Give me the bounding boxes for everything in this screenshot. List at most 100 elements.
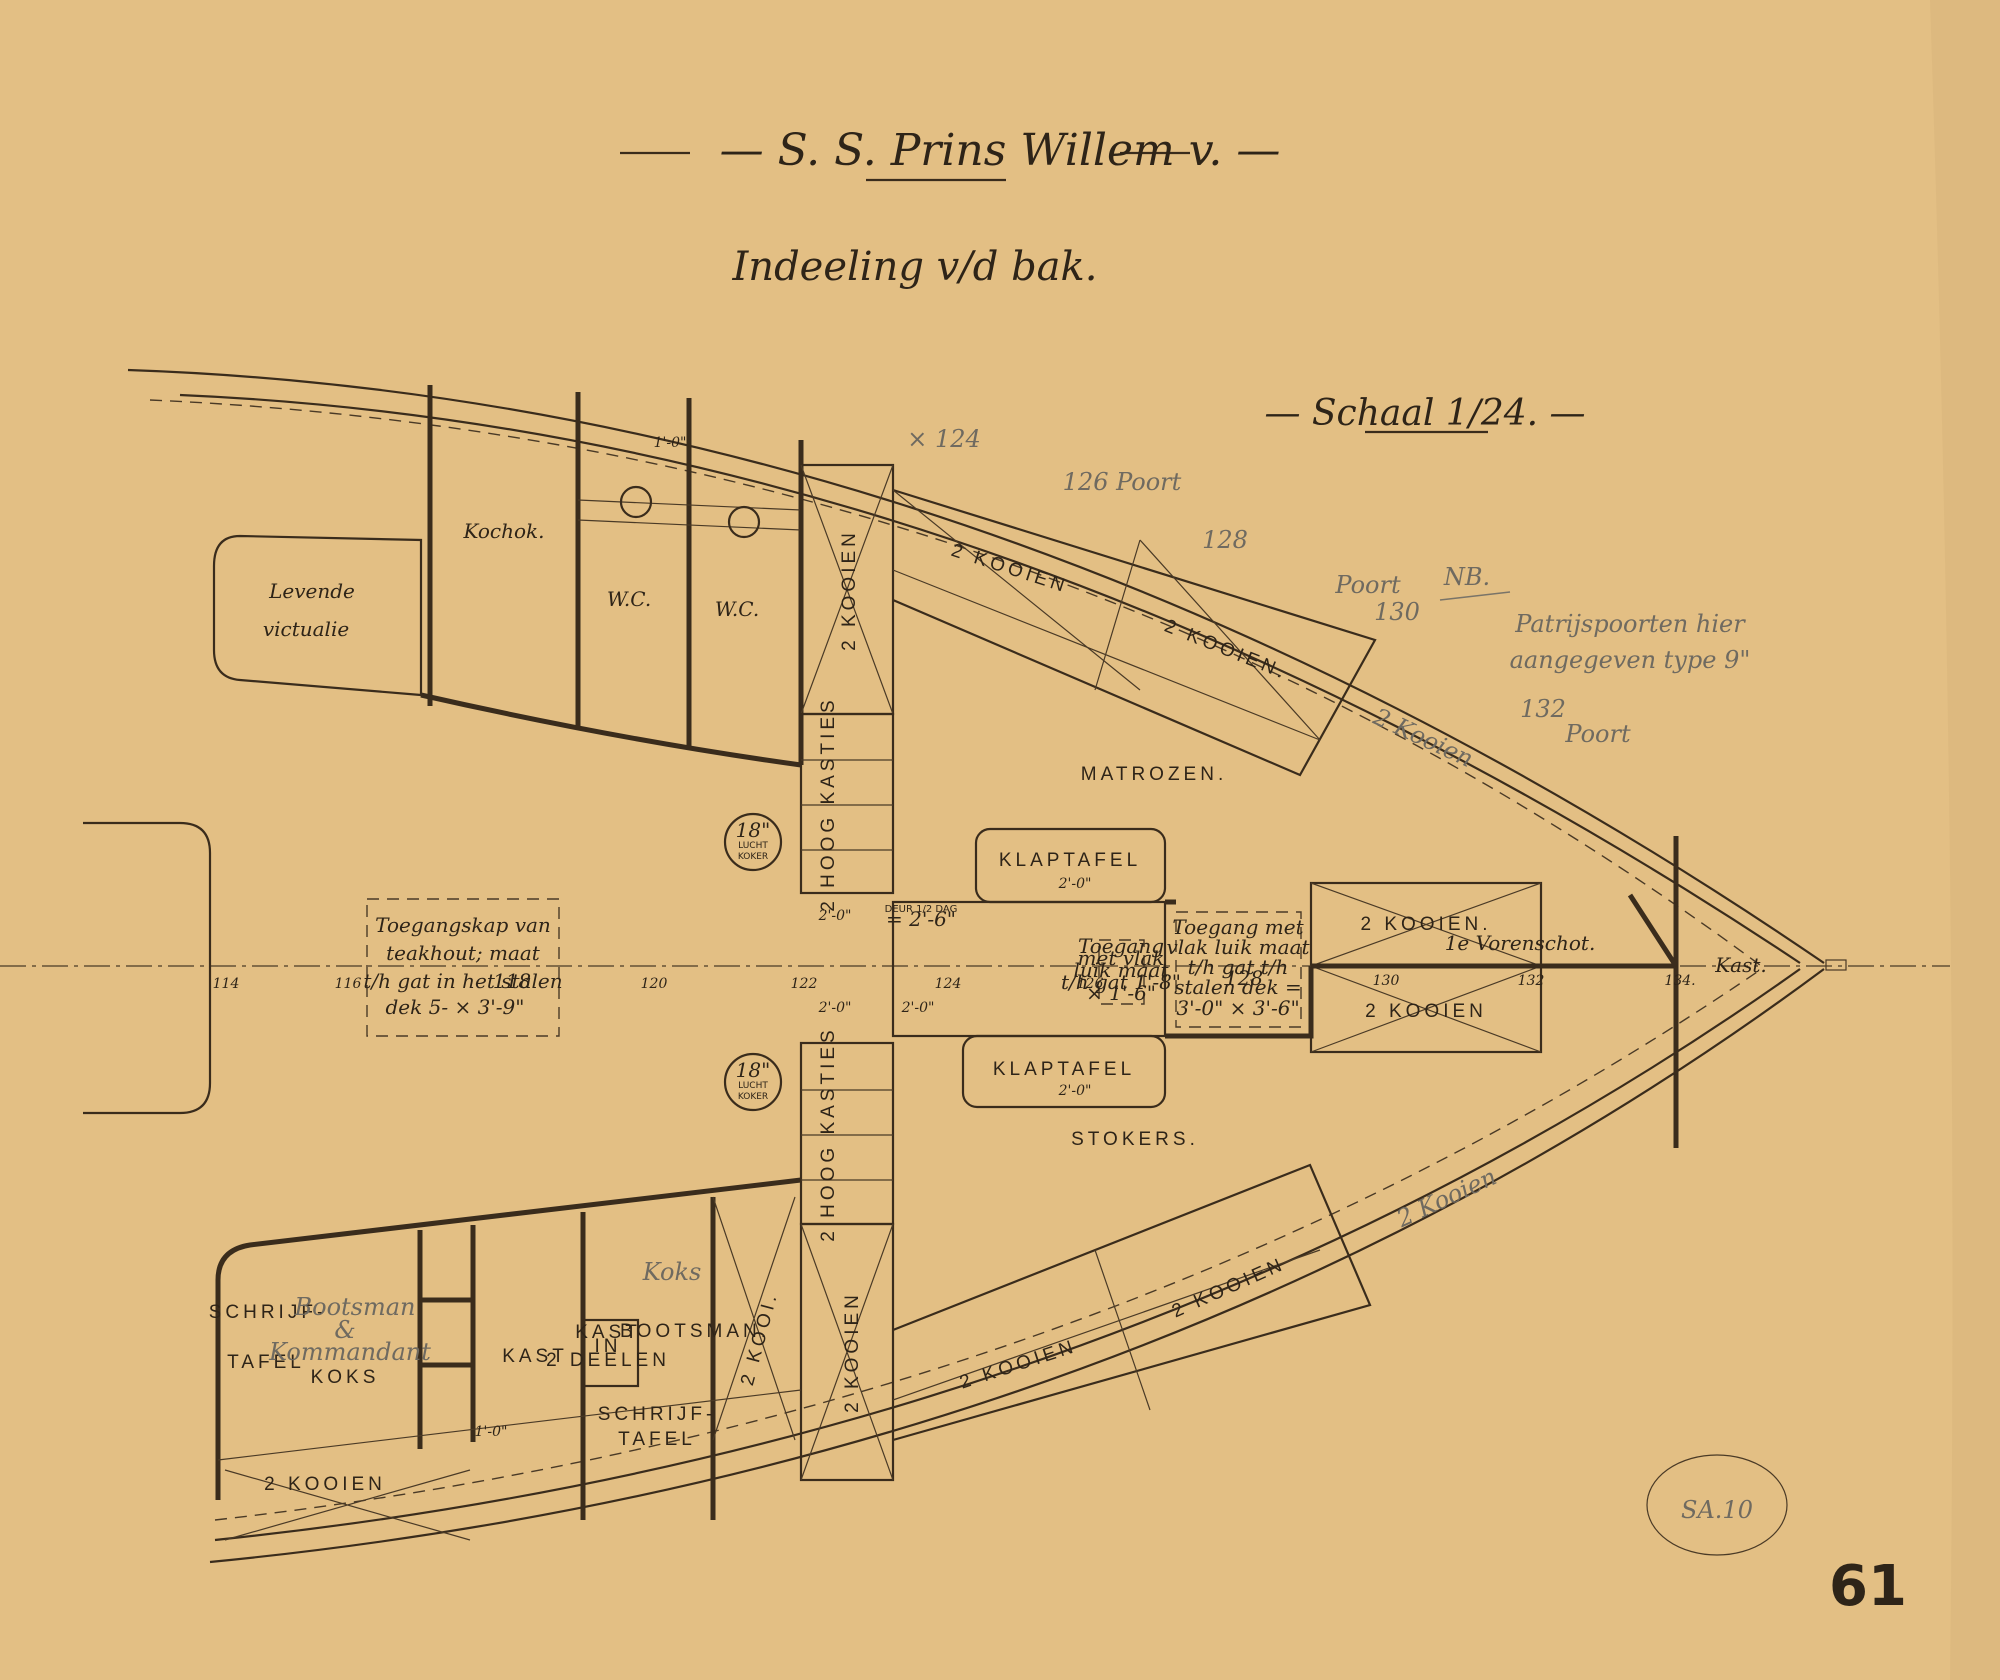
- kasties-top: [799, 712, 895, 895]
- note-toegang-small: Toegang met vlak luik maat t/h gat 1'-8"…: [1061, 934, 1181, 1005]
- dim-2-0-a: 2'-0": [818, 908, 852, 924]
- frame-number: 132: [1518, 973, 1545, 989]
- shelves: [420, 1297, 473, 1368]
- pencil-132: 132: [1520, 695, 1566, 723]
- label-bootsman: BOOTSMAN.: [620, 1321, 770, 1342]
- bunk-lines: [892, 539, 1321, 741]
- hull-port-outer: [209, 968, 1825, 1564]
- air-vent-bottom-label: 18" LUCHT KOKER: [736, 1058, 771, 1102]
- frame-number: 134.: [1664, 973, 1695, 989]
- locker-dividers: [801, 1089, 893, 1181]
- klaptafel-bottom-dim: 2'-0": [1058, 1083, 1092, 1099]
- deck-line-starboard: [149, 399, 1761, 966]
- kast-in-2-deelen: [581, 1318, 640, 1388]
- label-schrijftafel-1: SCHRIJF-: [209, 1302, 328, 1323]
- note-patrijspoorten-2: aangegeven type 9": [1510, 646, 1751, 674]
- label-kooien-lower-left: 2 KOOIEN: [264, 1474, 386, 1495]
- note-line: 3'-0" × 3'-6": [1176, 996, 1299, 1020]
- note-line: × 1'-6": [1086, 981, 1156, 1005]
- label-kooien-fwd-bottom: 2 KOOIEN: [1365, 1001, 1487, 1022]
- scale-label: — Schaal 1/24. —: [1264, 393, 1585, 434]
- label-kasties-bottom: 2 HOOG KASTIES: [818, 1026, 839, 1241]
- frame-number: 116: [335, 976, 362, 992]
- label-pencil-bootsman: Bootsman: [293, 1293, 415, 1321]
- label-klaptafel-bottom: KLAPTAFEL: [993, 1059, 1135, 1080]
- vent-label-2: KOKER: [738, 852, 768, 862]
- dim-deur-1: DEUR 1/2 DAG: [885, 904, 958, 915]
- top-bulkheads: [427, 385, 804, 765]
- klaptafel-bottom: [961, 1034, 1167, 1109]
- toegang-met-box: [1175, 911, 1302, 1028]
- vent-label-2: KOKER: [738, 1092, 768, 1102]
- sheet-number: 61: [1829, 1554, 1907, 1619]
- note-line: teakhout; maat: [386, 941, 541, 965]
- label-schrijftafel-b2: TAFEL: [618, 1429, 696, 1450]
- note-line: t/h gat t/h: [1188, 955, 1289, 979]
- hull-port-inner: [214, 968, 1801, 1542]
- frame-number: 114: [213, 976, 240, 992]
- frame-number: 124: [935, 976, 962, 992]
- label-wc-2: W.C.: [715, 597, 759, 621]
- klaptafel-top-dim: 2'-0": [1058, 876, 1092, 892]
- note-line: t/h gat 1'-8": [1061, 970, 1181, 994]
- label-kooien-upper-col: 2 KOOIEN: [839, 529, 860, 651]
- label-kooien-lower-col: 2 KOOIEN: [842, 1291, 863, 1413]
- toegang-small-box: [1098, 939, 1145, 1005]
- label-kasties-top: 2 HOOG KASTIES: [818, 696, 839, 911]
- label-kast-bow: Kast.: [1714, 953, 1767, 977]
- label-klaptafel-top: KLAPTAFEL: [999, 850, 1141, 871]
- note-line: Toegangskap van: [375, 913, 551, 937]
- note-vorenschot: 1e Vorenschot.: [1445, 931, 1596, 955]
- air-vent-top: [723, 812, 783, 872]
- dim-2-0-c: 2'-0": [901, 1000, 935, 1016]
- label-kast-in-2: IN: [595, 1336, 622, 1357]
- upper-bunks: [892, 488, 1377, 777]
- dim-2-0-b: 2'-0": [818, 1000, 852, 1016]
- bunk-lines: [892, 1249, 1321, 1411]
- vent-label-1: LUCHT: [738, 1081, 768, 1091]
- bunk-cross: [800, 1223, 894, 1481]
- kooien-lower-column: [799, 1222, 895, 1482]
- note-line: stalen dek =: [1174, 975, 1302, 999]
- frame-number: 130: [1373, 973, 1400, 989]
- frame-number: 118: [493, 969, 531, 993]
- pencil-x124: × 124: [907, 425, 981, 453]
- label-kooien-fwd-top: 2 KOOIEN.: [1360, 914, 1491, 935]
- label-schrijftafel-2: TAFEL: [227, 1352, 305, 1373]
- vent-size: 18": [736, 818, 771, 842]
- frame-number: 120: [641, 976, 668, 992]
- hull-starboard-inner: [179, 393, 1801, 964]
- pencil-130: 130: [1374, 598, 1420, 626]
- frame-number: 126: [1077, 976, 1104, 992]
- label-levende: Levende: [268, 579, 355, 603]
- air-vent-top-label: 18" LUCHT KOKER: [736, 818, 771, 862]
- label-kast-in-1: KAST: [575, 1322, 641, 1343]
- vent-label-1: LUCHT: [738, 841, 768, 851]
- bunk-cross: [800, 464, 894, 715]
- note-line: t/h gat in het stalen: [363, 969, 562, 993]
- porthole: [727, 505, 761, 539]
- label-kast-in-3: 2 DEELEN: [546, 1350, 670, 1371]
- paper-edge: [1930, 0, 2000, 1680]
- label-pencil-amp: &: [334, 1316, 355, 1344]
- bunk-cross: [224, 1469, 471, 1541]
- note-line: Toegang: [1078, 934, 1164, 958]
- dim-1-0-low: 1'-0": [475, 1424, 508, 1440]
- victualie-room: [212, 534, 423, 697]
- stem-post: [1825, 959, 1847, 971]
- nb-underline: [1439, 591, 1511, 601]
- dim-deur-2: = 2'-6": [886, 907, 956, 931]
- note-line: Toegang met: [1172, 915, 1304, 939]
- note-patrijspoorten-1: Patrijspoorten hier: [1514, 610, 1746, 638]
- note-toegang-met: Toegang met vlak luik maat t/h gat t/h s…: [1166, 915, 1310, 1020]
- pencil-128: 128: [1202, 526, 1248, 554]
- label-koks: KOKS: [311, 1367, 380, 1388]
- bunk-line: [217, 1389, 802, 1461]
- dim-wc: 1'-0": [654, 435, 687, 451]
- label-wc-1: W.C.: [607, 587, 651, 611]
- frame-numbers: 114 116 118 120 122 124 126 128 130 132 …: [213, 966, 1696, 993]
- air-vent-bottom: [723, 1052, 783, 1112]
- door: [1627, 893, 1679, 968]
